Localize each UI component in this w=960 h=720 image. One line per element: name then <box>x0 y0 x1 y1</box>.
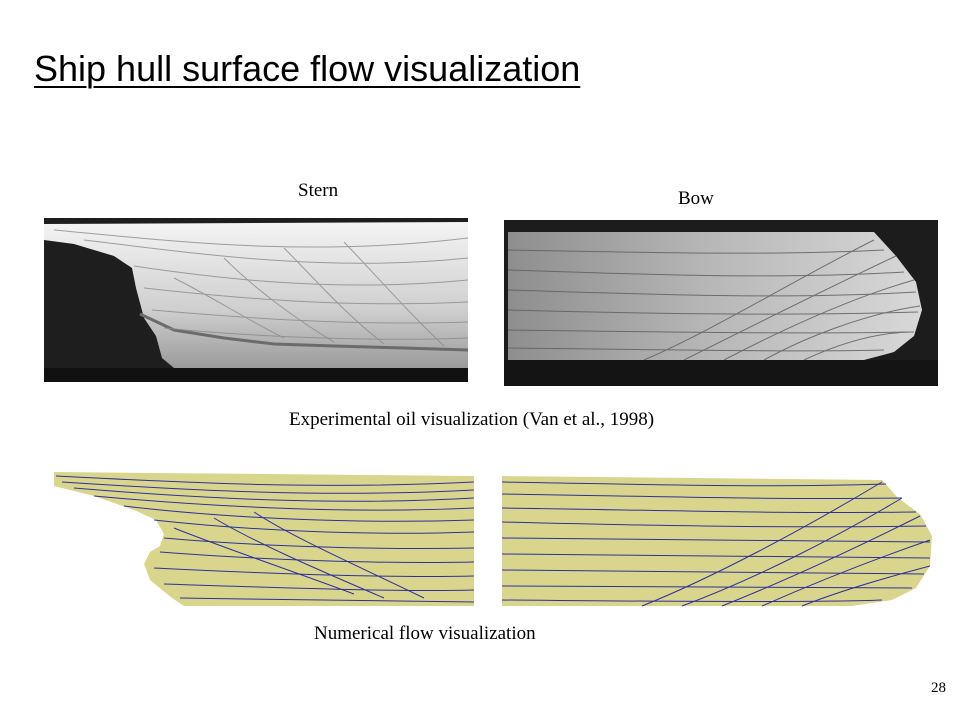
numerical-caption: Numerical flow visualization <box>314 623 536 644</box>
experimental-caption: Experimental oil visualization (Van et a… <box>289 409 655 430</box>
page-number: 28 <box>931 680 946 696</box>
experimental-stern-photo <box>44 218 468 382</box>
bow-label: Bow <box>678 188 714 209</box>
stern-label: Stern <box>298 180 339 201</box>
experimental-bow-photo <box>504 220 938 386</box>
numerical-stern-render <box>54 468 474 608</box>
numerical-bow-render <box>502 470 938 610</box>
slide-title: Ship hull surface flow visualization <box>34 48 581 89</box>
